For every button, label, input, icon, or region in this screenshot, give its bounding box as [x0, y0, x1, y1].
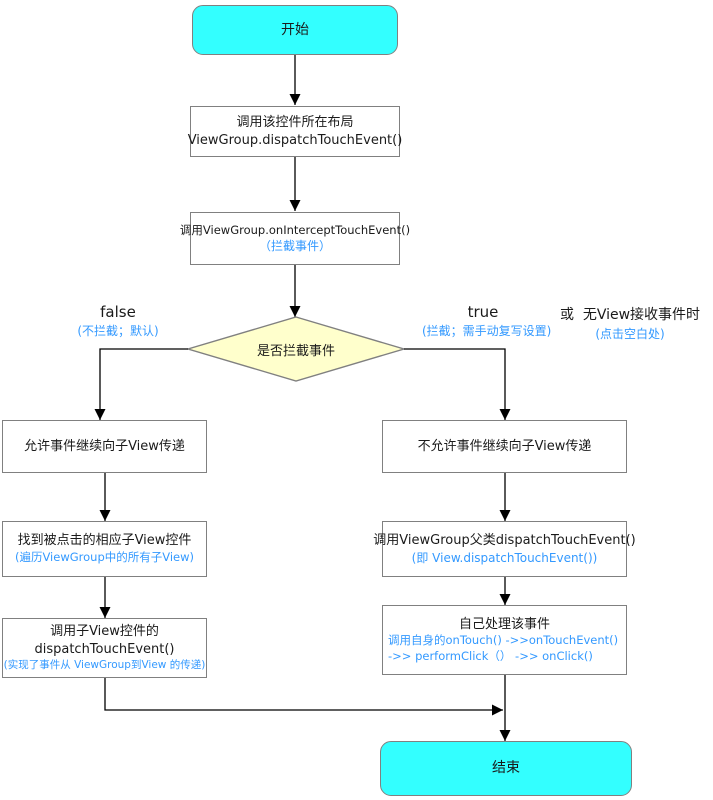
end-label: 结束: [492, 760, 520, 777]
decision-label: 是否拦截事件: [256, 344, 335, 359]
true-note: (拦截；需手动复写设置): [422, 324, 552, 338]
intercept-node: 调用ViewGroup.onInterceptTouchEvent() （拦截事…: [180, 212, 410, 265]
disallow-label: 不允许事件继续向子View传递: [417, 438, 592, 454]
start-label: 开始: [281, 21, 309, 38]
dispatch-layout-node: 调用该控件所在布局 ViewGroup.dispatchTouchEvent(): [187, 106, 403, 157]
false-label: false: [100, 303, 136, 321]
arrow-decision-false-branch: [94, 348, 188, 420]
find-child-note: (遍历ViewGroup中的所有子View): [14, 550, 195, 565]
allow-node: 允许事件继续向子View传递: [2, 420, 207, 473]
handle-self-node: 自己处理该事件 调用自身的onTouch() ->>onTouchEvent()…: [382, 605, 627, 675]
arrow-decision-true-branch: [404, 348, 511, 420]
or-label: 或 无View接收事件时: [559, 307, 701, 323]
true-label: true: [467, 303, 499, 321]
handle-self-note2: ->> performClick（） ->> onClick(): [388, 648, 593, 663]
super-dispatch-note: (即 View.dispatchTouchEvent()): [411, 550, 598, 565]
false-branch-annotation: false (不拦截；默认): [58, 302, 178, 340]
handle-self-line1: 自己处理该事件: [458, 616, 550, 632]
arrow-childdispatch-merge: [104, 678, 503, 716]
or-branch-annotation: 或 无View接收事件时 (点击空白处): [548, 306, 712, 342]
child-dispatch-node: 调用子View控件的 dispatchTouchEvent() (实现了事件从 …: [2, 618, 207, 678]
false-note: (不拦截；默认): [77, 324, 159, 338]
child-dispatch-note: (实现了事件从 ViewGroup到View 的传递): [3, 659, 206, 672]
decision-diamond: [185, 316, 407, 382]
dispatch-layout-line1: 调用该控件所在布局: [236, 114, 354, 130]
dispatch-layout-line2: ViewGroup.dispatchTouchEvent(): [187, 132, 403, 148]
allow-label: 允许事件继续向子View传递: [24, 438, 185, 454]
super-dispatch-line1: 调用ViewGroup父类dispatchTouchEvent(): [373, 533, 636, 549]
intercept-line1: 调用ViewGroup.onInterceptTouchEvent(): [179, 222, 411, 237]
end-node: 结束: [380, 741, 632, 796]
find-child-line1: 找到被点击的相应子View控件: [17, 533, 192, 549]
child-dispatch-line2: dispatchTouchEvent(): [34, 641, 175, 657]
super-dispatch-node: 调用ViewGroup父类dispatchTouchEvent() (即 Vie…: [373, 521, 636, 577]
handle-self-note1: 调用自身的onTouch() ->>onTouchEvent(): [388, 633, 619, 648]
true-branch-annotation: true (拦截；需手动复写设置): [422, 302, 552, 340]
find-child-node: 找到被点击的相应子View控件 (遍历ViewGroup中的所有子View): [2, 521, 207, 577]
intercept-note: （拦截事件）: [258, 239, 331, 254]
disallow-node: 不允许事件继续向子View传递: [382, 420, 627, 473]
child-dispatch-line1: 调用子View控件的: [50, 624, 159, 640]
start-node: 开始: [192, 5, 398, 55]
or-note: (点击空白处): [595, 326, 665, 341]
